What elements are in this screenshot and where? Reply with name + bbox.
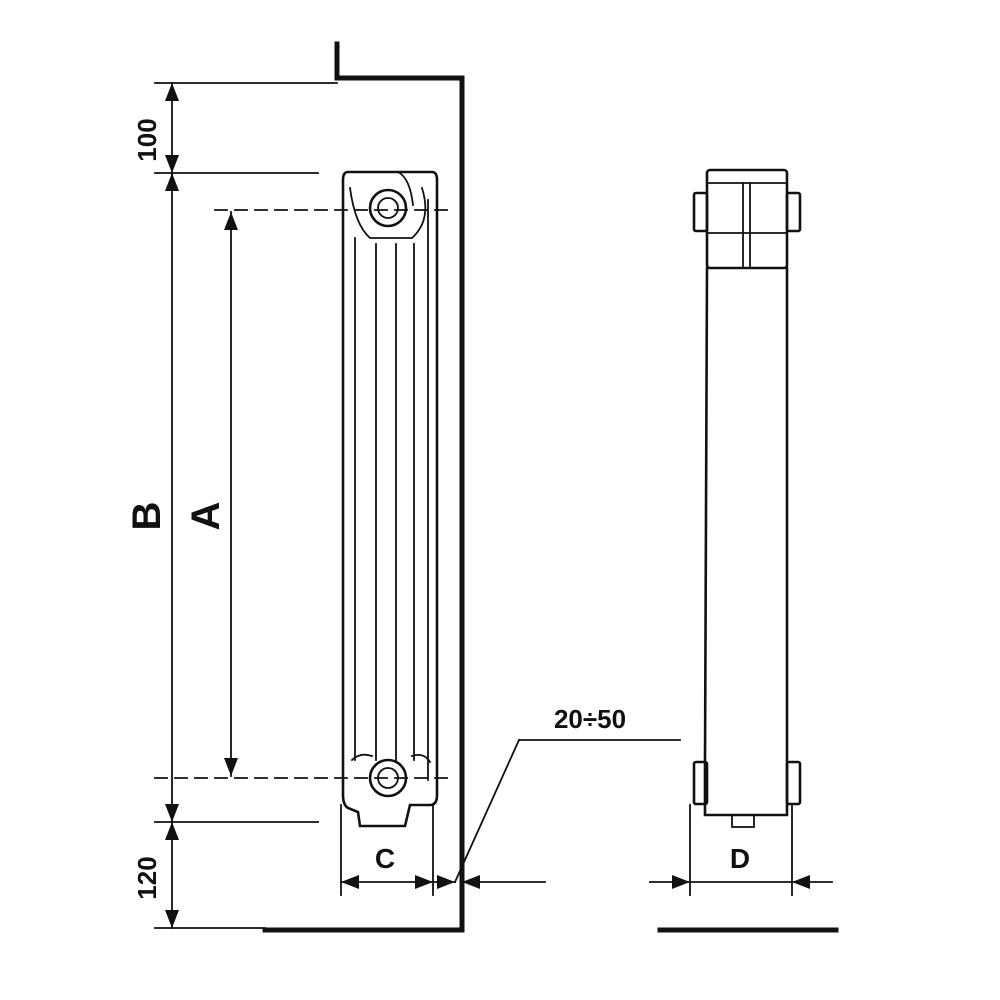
dimension-A: A xyxy=(184,211,238,777)
label-A: A xyxy=(184,502,228,531)
dimension-D: D xyxy=(649,804,833,896)
label-C: C xyxy=(375,843,395,874)
label-20-50: 20÷50 xyxy=(554,704,626,734)
dimension-100: 100 xyxy=(132,82,179,191)
dimension-B: B xyxy=(125,172,179,823)
extension-lines xyxy=(154,82,338,929)
wall-outline xyxy=(262,41,465,933)
axis-lines xyxy=(154,209,456,779)
label-120: 120 xyxy=(132,856,162,899)
dimension-wall-gap: 20÷50 xyxy=(432,704,681,889)
top-connector xyxy=(368,188,408,228)
label-D: D xyxy=(730,843,750,874)
radiator-side-view xyxy=(692,168,802,828)
dimension-C: C xyxy=(340,804,434,896)
radiator-front-view xyxy=(341,170,439,828)
label-100: 100 xyxy=(132,118,162,161)
dimension-120: 120 xyxy=(132,807,179,929)
label-B: B xyxy=(125,502,169,531)
